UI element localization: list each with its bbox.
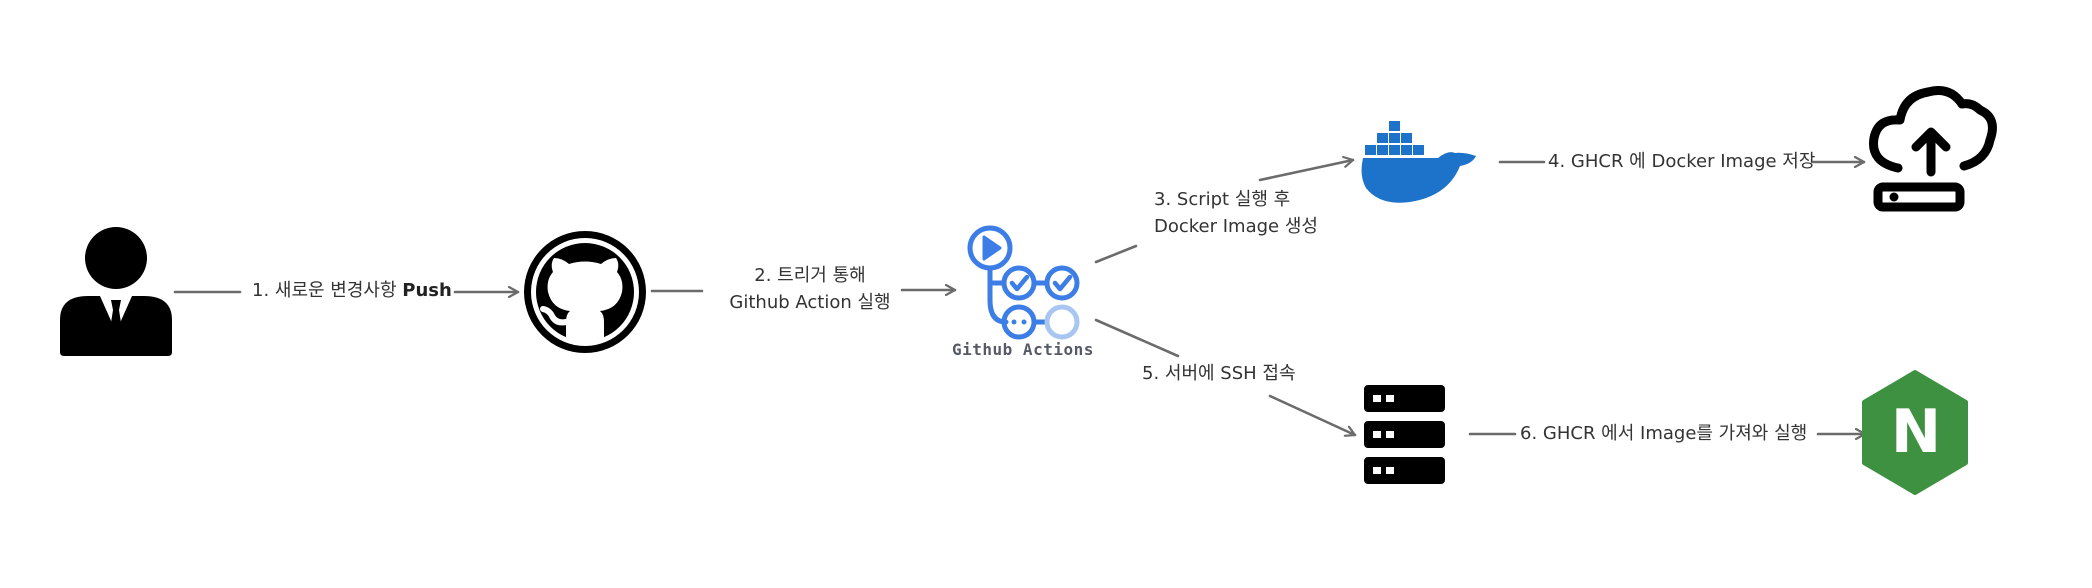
step1-text: 1. 새로운 변경사항 xyxy=(252,280,403,301)
step3-line2: Docker Image 생성 xyxy=(1154,216,1318,237)
step2-line2: Github Action 실행 xyxy=(729,292,891,313)
github-icon xyxy=(524,231,646,353)
step3-connector-start xyxy=(1094,244,1138,264)
docker-whale-icon xyxy=(1361,121,1476,203)
step2-line1: 2. 트리거 통해 xyxy=(754,265,866,286)
step6-label: 6. GHCR 에서 Image를 가져와 실행 xyxy=(1520,423,1808,444)
step3-line1: 3. Script 실행 후 xyxy=(1154,189,1291,210)
nginx-icon: N xyxy=(1862,370,1968,495)
server-rack-icon xyxy=(1364,385,1445,484)
step3-label: 3. Script 실행 후 Docker Image 생성 xyxy=(1154,186,1318,240)
nginx-letter: N xyxy=(1891,397,1941,467)
step4-label: 4. GHCR 에 Docker Image 저장 xyxy=(1548,151,1816,172)
step3-arrow xyxy=(1258,160,1355,182)
step5-arrow xyxy=(1268,394,1357,435)
step5-label: 5. 서버에 SSH 접속 xyxy=(1142,363,1296,384)
cloud-upload-icon xyxy=(1869,86,1997,212)
user-suit-icon xyxy=(60,227,172,356)
github-actions-caption: Github Actions xyxy=(952,340,1094,359)
step2-label: 2. 트리거 통해 Github Action 실행 xyxy=(725,262,895,316)
step1-bold: Push xyxy=(402,280,452,301)
step1-label: 1. 새로운 변경사항 Push xyxy=(252,277,452,304)
step5-connector-start xyxy=(1094,318,1180,358)
github-actions-icon xyxy=(967,225,1080,340)
